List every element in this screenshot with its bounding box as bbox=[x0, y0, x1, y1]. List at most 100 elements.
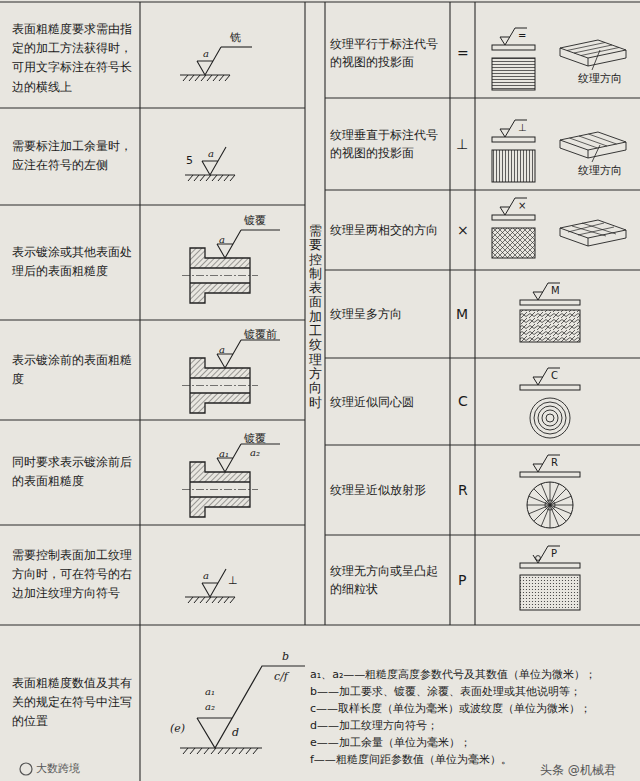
label-slot: a bbox=[219, 234, 225, 246]
view-edge bbox=[492, 137, 535, 142]
texture-description: 纹理呈多方向 bbox=[330, 305, 445, 323]
texture-view bbox=[492, 150, 535, 182]
surface-line bbox=[180, 748, 262, 754]
label-slot: 需要控制表面加工纹理方向时 bbox=[309, 224, 322, 410]
view-edge bbox=[520, 385, 580, 390]
label-slot: 同时要求表示镀涂前后的表面粗糙度 bbox=[12, 453, 136, 491]
label-slot: b bbox=[282, 650, 289, 663]
label-slot: ⊥ bbox=[228, 574, 238, 587]
view-edge bbox=[492, 215, 535, 220]
allowance-value: 5 bbox=[186, 154, 193, 167]
legend-note: b——加工要求、镀覆、涂覆、表面处理或其他说明等； bbox=[310, 685, 581, 698]
view-edge bbox=[520, 563, 580, 568]
label-slot: R bbox=[458, 482, 468, 499]
label-slot: a bbox=[203, 48, 209, 60]
direction-note: 纹理方向 bbox=[578, 72, 622, 85]
label-slot: 表示镀涂或其他表面处理后的表面粗糙度 bbox=[12, 243, 136, 281]
roughness-symbol bbox=[197, 47, 221, 75]
radial-texture bbox=[527, 482, 573, 528]
bushing-section bbox=[182, 230, 280, 303]
position-letter: (e) bbox=[170, 722, 185, 735]
texture-view bbox=[520, 310, 580, 342]
method-note: 铣 bbox=[230, 31, 241, 44]
texture-block bbox=[560, 40, 626, 70]
texture-description: 纹理呈近似放射形 bbox=[330, 481, 445, 499]
legend-note: a₁、a₂——粗糙度高度参数代号及其数值（单位为微米）； bbox=[310, 668, 596, 681]
direction-note: 纹理方向 bbox=[578, 164, 622, 177]
bushing-section bbox=[182, 340, 280, 413]
label-slot: 纹理垂直于标注代号的视图的投影面 bbox=[330, 126, 445, 162]
label-slot: = bbox=[518, 30, 526, 42]
param-symbol: a₂ bbox=[250, 447, 260, 459]
row-description: 需要控制表面加工纹理方向时，可在符号的右边加注纹理方向符号 bbox=[12, 546, 136, 604]
texture-code: ⊥ bbox=[518, 122, 527, 134]
watermark-icon bbox=[20, 763, 32, 775]
label-slot: a₁ bbox=[219, 448, 229, 460]
texture-description: 纹理呈两相交的方向 bbox=[330, 221, 445, 239]
roughness-symbol bbox=[202, 569, 226, 597]
label-slot: 头条 @机械君 bbox=[540, 763, 616, 777]
label-slot: 纹理呈多方向 bbox=[330, 305, 445, 323]
label-slot: 镀覆 bbox=[244, 432, 266, 445]
row-description: 表示镀涂前的表面粗糙度 bbox=[12, 351, 136, 389]
param-symbol: a bbox=[219, 344, 225, 356]
texture-description: 纹理近似同心圆 bbox=[330, 393, 445, 411]
label-slot: a bbox=[203, 570, 209, 582]
label-slot: M bbox=[456, 306, 468, 323]
label-slot: 需要标注加工余量时，应注在符号的左侧 bbox=[12, 137, 136, 175]
legend-note: d——加工纹理方向符号； bbox=[310, 719, 438, 732]
label-slot: a₁ bbox=[205, 686, 215, 698]
bushing-section bbox=[182, 444, 280, 517]
texture-code: ⊥ bbox=[456, 136, 468, 153]
param-symbol: a₁ bbox=[219, 448, 229, 460]
row-description: 表面粗糙度数值及其有关的规定在符号中注写的位置 bbox=[12, 674, 136, 732]
position-letter: d bbox=[232, 726, 239, 739]
texture-code: × bbox=[457, 222, 469, 239]
label-slot: d bbox=[232, 726, 239, 739]
label-slot: C bbox=[551, 370, 558, 382]
label-slot: a₂ bbox=[205, 701, 215, 713]
small-roughness-symbol bbox=[533, 455, 560, 472]
position-letter: b bbox=[282, 650, 289, 663]
label-slot: 大数跨境 bbox=[36, 762, 80, 775]
label-slot: C bbox=[458, 393, 468, 410]
row-description: 表面粗糙度要求需由指定的加工方法获得时，可用文字标注在符号长边的横线上 bbox=[12, 20, 136, 97]
texture-code: = bbox=[457, 45, 469, 62]
label-slot: ⊥ bbox=[518, 122, 527, 134]
label-slot: 镀覆前 bbox=[244, 328, 277, 341]
label-slot: (e) bbox=[170, 722, 185, 735]
texture-view bbox=[492, 58, 535, 90]
label-slot: 铣 bbox=[230, 31, 241, 44]
texture-view bbox=[492, 228, 535, 258]
texture-code: P bbox=[551, 548, 557, 560]
position-letter: c/f bbox=[274, 670, 288, 683]
watermark: 大数跨境 bbox=[36, 762, 80, 775]
symbol-extension bbox=[221, 46, 252, 47]
position-letter: a₂ bbox=[205, 701, 215, 713]
label-slot: 表面粗糙度数值及其有关的规定在符号中注写的位置 bbox=[12, 674, 136, 732]
texture-description: 纹理垂直于标注代号的视图的投影面 bbox=[330, 126, 445, 162]
small-roughness-symbol bbox=[500, 198, 527, 215]
label-slot: e——加工余量（单位为毫米）； bbox=[310, 736, 471, 749]
small-roughness-symbol bbox=[533, 368, 560, 385]
texture-code: M bbox=[551, 285, 560, 297]
label-slot: 纹理方向 bbox=[578, 164, 622, 177]
label-slot: a₂ bbox=[250, 447, 260, 459]
small-roughness-symbol bbox=[500, 28, 527, 45]
view-edge bbox=[520, 472, 580, 477]
label-slot: 表示镀涂前的表面粗糙度 bbox=[12, 351, 136, 389]
label-slot: 纹理无方向或呈凸起的细粒状 bbox=[330, 562, 445, 598]
texture-block bbox=[560, 220, 626, 246]
texture-code: R bbox=[458, 482, 468, 499]
label-slot: ⊥ bbox=[456, 136, 468, 153]
label-slot: d——加工纹理方向符号； bbox=[310, 719, 438, 732]
legend-note: c——取样长度（单位为毫米）或波纹度（单位为微米）； bbox=[310, 702, 591, 715]
texture-code: R bbox=[551, 457, 558, 469]
label-slot: R bbox=[551, 457, 558, 469]
texture-code: C bbox=[551, 370, 558, 382]
position-letter: a₁ bbox=[205, 686, 215, 698]
treatment-note: 镀覆 bbox=[244, 432, 266, 445]
row-description: 同时要求表示镀涂前后的表面粗糙度 bbox=[12, 453, 136, 491]
